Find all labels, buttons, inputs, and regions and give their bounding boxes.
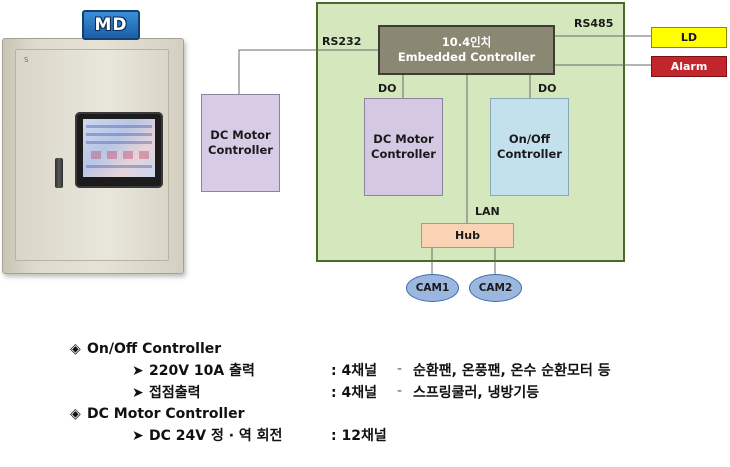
external-dc-motor-controller-box: DC Motor Controller xyxy=(201,94,280,192)
note-item-detail: 순환팬, 온풍팬, 온수 순환모터 등 xyxy=(413,363,611,379)
do-left-label: DO xyxy=(378,82,397,95)
external-dc-controller-line2: Controller xyxy=(208,143,273,157)
note-item-detail: 스프링쿨러, 냉방기등 xyxy=(413,385,540,401)
rs232-line xyxy=(238,49,378,94)
note-item-name: DC 24V 정 · 역 회전 xyxy=(149,428,283,444)
internal-dc-motor-controller-box: DC Motor Controller xyxy=(364,98,443,196)
internal-dc-controller-line1: DC Motor xyxy=(373,132,434,146)
arrow-bullet-icon: ➤ xyxy=(132,385,144,401)
onoff-controller-line1: On/Off xyxy=(508,132,551,146)
external-dc-controller-line1: DC Motor xyxy=(210,128,271,142)
note-item-dash: - xyxy=(397,383,403,399)
ld-box: LD xyxy=(651,27,727,48)
note-item-row: ➤ 220V 10A 출력 xyxy=(132,362,255,380)
touchscreen-panel xyxy=(75,112,163,188)
note-onoff-title: ◈ On/Off Controller xyxy=(70,340,221,358)
diamond-bullet-icon: ◈ xyxy=(70,341,81,357)
arrow-bullet-icon: ➤ xyxy=(132,363,144,379)
cabinet-handle xyxy=(55,158,63,188)
note-item-row: ➤ DC 24V 정 · 역 회전 xyxy=(132,427,282,445)
note-item-name: 접점출력 xyxy=(149,385,201,401)
note-item-row: ➤ 접점출력 xyxy=(132,384,201,402)
note-title: On/Off Controller xyxy=(87,341,222,357)
md-badge: MD xyxy=(82,10,140,40)
alarm-box: Alarm xyxy=(651,56,727,77)
rs232-label: RS232 xyxy=(322,35,362,48)
do-right-label: DO xyxy=(538,82,557,95)
embedded-controller-name: Embedded Controller xyxy=(397,50,536,64)
rs485-label: RS485 xyxy=(574,17,614,30)
note-item-dash: - xyxy=(397,361,403,377)
cam1-node: CAM1 xyxy=(406,274,459,302)
onoff-controller-line2: Controller xyxy=(497,147,562,161)
md-badge-label: MD xyxy=(94,15,128,35)
note-item-spec: : 4채널 xyxy=(331,385,377,401)
arrow-bullet-icon: ➤ xyxy=(132,428,144,444)
embedded-controller-size: 10.4인치 xyxy=(441,35,492,49)
note-item-spec: : 12채널 xyxy=(331,428,387,444)
cam2-node: CAM2 xyxy=(469,274,522,302)
touchscreen-display xyxy=(83,119,155,177)
internal-dc-controller-line2: Controller xyxy=(371,147,436,161)
note-item-name: 220V 10A 출력 xyxy=(149,363,255,379)
connection-lines xyxy=(238,35,651,274)
onoff-controller-box: On/Off Controller xyxy=(490,98,569,196)
embedded-controller-box: 10.4인치 Embedded Controller xyxy=(378,25,555,75)
cabinet-brand-mark: S xyxy=(24,56,29,64)
hub-box: Hub xyxy=(421,223,514,248)
note-title: DC Motor Controller xyxy=(87,406,245,422)
note-dc-title: ◈ DC Motor Controller xyxy=(70,405,244,423)
control-cabinet-photo: S xyxy=(2,38,184,274)
lan-label: LAN xyxy=(475,205,500,218)
diamond-bullet-icon: ◈ xyxy=(70,406,81,422)
note-item-spec: : 4채널 xyxy=(331,363,377,379)
